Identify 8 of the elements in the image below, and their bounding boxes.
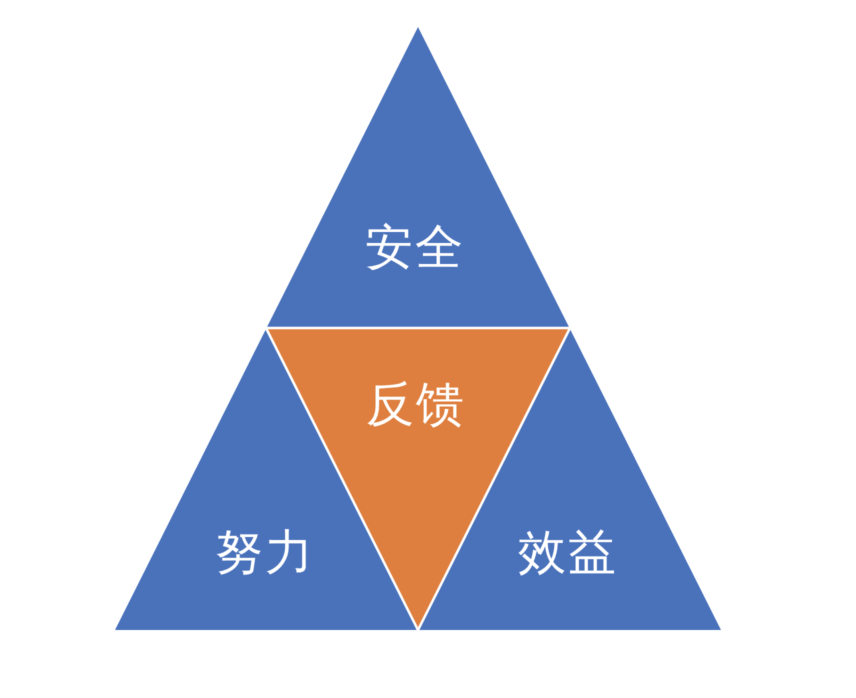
triangle-segment	[418, 328, 721, 630]
segment-label: 努力	[215, 526, 315, 580]
segment-label: 效益	[518, 526, 618, 580]
segment-label: 安全	[365, 222, 465, 274]
triangle-segment	[115, 328, 418, 630]
segment-label: 反馈	[366, 378, 466, 432]
triangle-segment	[266, 328, 570, 630]
triangle-segment	[266, 27, 570, 329]
